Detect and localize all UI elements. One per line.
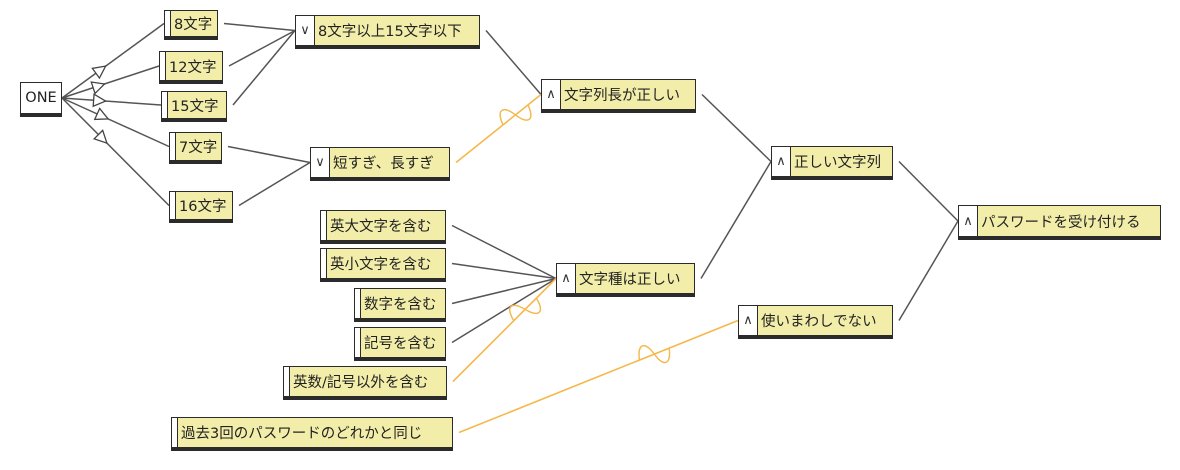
node-label: 英大文字を含む <box>330 219 432 235</box>
edge <box>451 277 557 344</box>
node-label: 短すぎ、長すぎ <box>333 156 434 172</box>
node-label: 文字種は正しい <box>579 272 681 288</box>
node-n16[interactable]: 16文字 <box>169 191 233 220</box>
node-sym[interactable]: 記号を含む <box>354 327 446 358</box>
node-label: 過去3回のパスワードのどれかと同じ <box>181 426 423 442</box>
cause-marker <box>160 52 166 80</box>
and-operator-icon: ∧ <box>542 80 561 109</box>
cause-marker <box>172 418 178 447</box>
cause-marker <box>355 289 361 318</box>
node-or1[interactable]: ∨8文字以上15文字以下 <box>295 15 480 46</box>
cause-marker <box>165 11 171 36</box>
edge <box>700 161 772 279</box>
and-operator-icon: ∧ <box>557 264 576 293</box>
negated-edge <box>452 277 557 383</box>
cause-marker <box>321 211 327 240</box>
node-label: 12文字 <box>169 59 217 76</box>
node-label: 記号を含む <box>364 336 437 352</box>
negated-edge <box>458 319 739 434</box>
node-label: 英小文字を含む <box>330 257 432 273</box>
and-operator-icon: ∧ <box>739 306 758 335</box>
edge <box>451 277 557 305</box>
and-operator-icon: ∧ <box>959 206 978 236</box>
node-past[interactable]: 過去3回のパスワードのどれかと同じ <box>171 417 453 448</box>
node-label: パスワードを受け付ける <box>981 214 1141 231</box>
cause-marker <box>170 192 176 219</box>
node-lower[interactable]: 英小文字を含む <box>320 248 446 279</box>
cause-marker <box>284 367 290 396</box>
or-operator-icon: ∨ <box>296 16 315 45</box>
node-and-type[interactable]: ∧文字種は正しい <box>556 263 695 294</box>
node-label: 文字列長が正しい <box>564 88 680 104</box>
edge <box>898 160 959 222</box>
edge <box>701 93 772 163</box>
cause-marker <box>355 328 361 357</box>
or-operator-icon: ∨ <box>311 148 330 177</box>
node-accept[interactable]: ∧パスワードを受け付ける <box>958 205 1161 237</box>
node-upper[interactable]: 英大文字を含む <box>320 210 446 241</box>
node-and-reuse[interactable]: ∧使いまわしでない <box>738 305 893 336</box>
edge <box>238 161 311 207</box>
node-and-len[interactable]: ∧文字列長が正しい <box>541 79 696 110</box>
edge <box>898 220 959 321</box>
constraint-edge <box>61 22 165 99</box>
constraint-edge <box>61 65 160 99</box>
node-label: 使いまわしでない <box>761 314 877 330</box>
arrowhead-icon <box>91 65 107 80</box>
node-n15[interactable]: 15文字 <box>161 91 227 119</box>
node-label: 15文字 <box>171 98 219 115</box>
edge <box>228 29 296 67</box>
node-n8[interactable]: 8文字 <box>164 10 218 37</box>
node-other[interactable]: 英数/記号以外を含む <box>283 366 447 397</box>
constraint-edge <box>61 97 170 207</box>
constraint-one-node[interactable]: ONE <box>20 82 62 114</box>
edge <box>227 145 311 164</box>
cause-marker <box>321 249 327 278</box>
edge <box>451 262 557 280</box>
constraint-edge <box>61 97 170 148</box>
edge <box>232 30 296 106</box>
and-operator-icon: ∧ <box>772 147 791 176</box>
node-n7[interactable]: 7文字 <box>169 132 222 161</box>
arrowhead-icon <box>92 129 108 145</box>
negation-tilde-icon <box>499 104 532 126</box>
node-label: 数字を含む <box>364 297 437 313</box>
node-label: 8文字以上15文字以下 <box>318 24 462 40</box>
arrowhead-icon <box>92 93 108 108</box>
node-label: 英数/記号以外を含む <box>293 375 429 391</box>
negation-tilde-icon <box>509 297 541 322</box>
edge <box>223 22 296 32</box>
node-label: 7文字 <box>179 140 218 156</box>
edge <box>451 224 557 280</box>
negated-edge <box>455 93 542 164</box>
node-or2[interactable]: ∨短すぎ、長すぎ <box>310 147 450 178</box>
node-and-str[interactable]: ∧正しい文字列 <box>771 146 893 177</box>
constraint-edge <box>61 97 162 106</box>
cause-marker <box>162 92 168 118</box>
negation-tilde-icon <box>638 345 671 364</box>
node-n12[interactable]: 12文字 <box>159 51 223 81</box>
constraint-label: ONE <box>25 90 57 106</box>
node-label: 16文字 <box>179 199 227 215</box>
node-label: 正しい文字列 <box>794 155 881 171</box>
cause-marker <box>170 133 176 160</box>
node-digit[interactable]: 数字を含む <box>354 288 446 319</box>
arrowhead-icon <box>93 107 110 121</box>
node-label: 8文字 <box>174 17 213 33</box>
arrowhead-icon <box>90 81 106 95</box>
edge <box>485 30 542 95</box>
